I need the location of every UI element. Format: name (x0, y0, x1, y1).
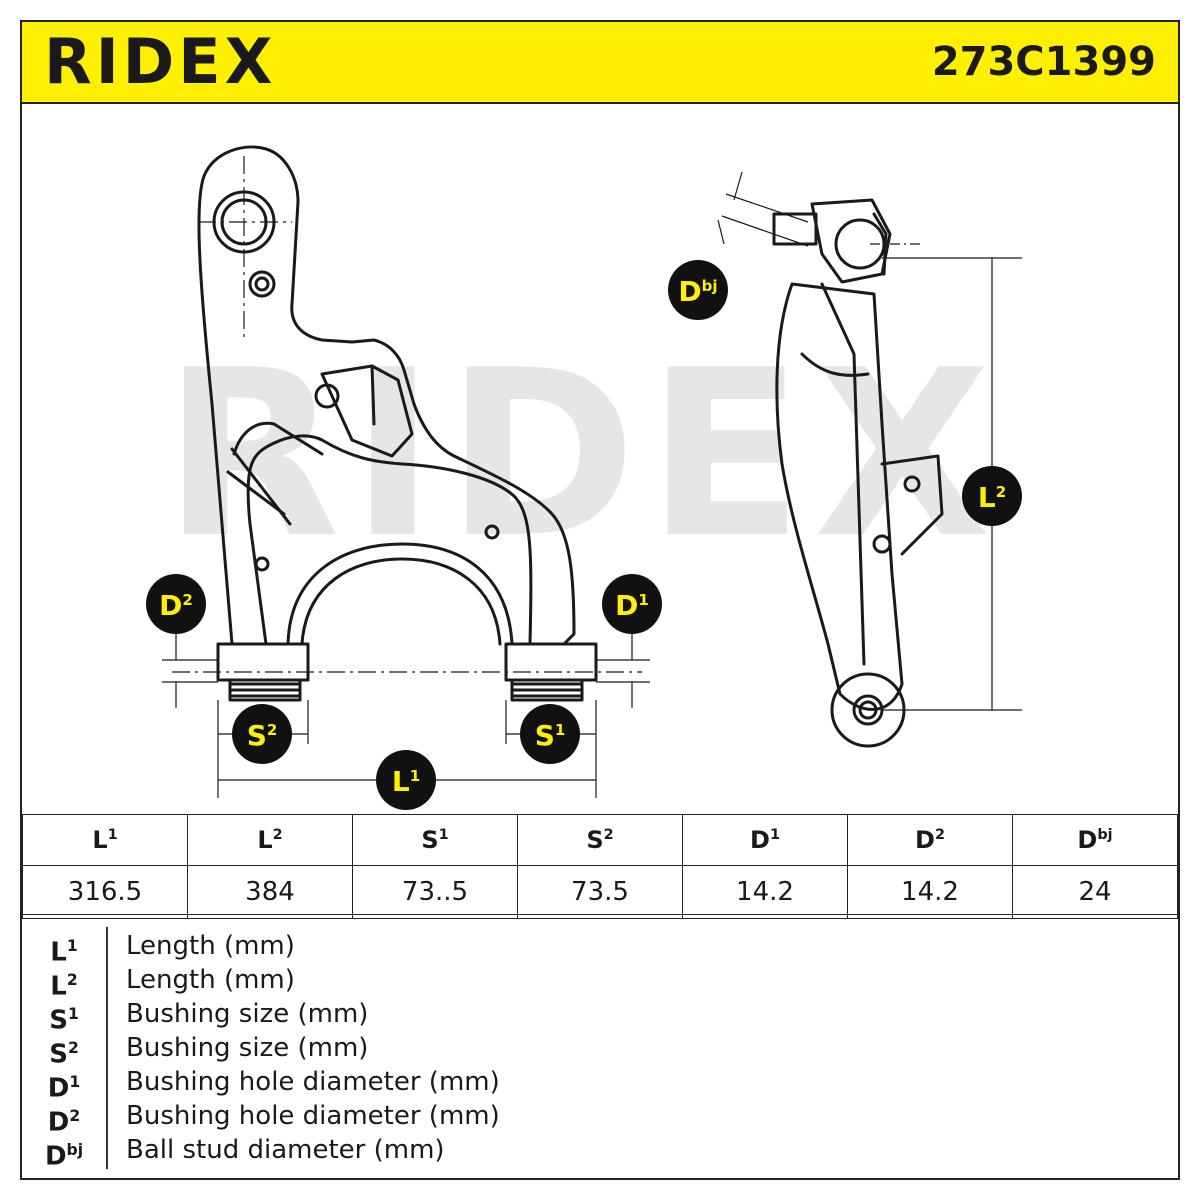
table-value-dbj: 24 (1012, 865, 1178, 919)
legend-divider (106, 927, 108, 1169)
svg-text:Dbj: Dbj (678, 275, 717, 308)
badge-d2-sup: 2 (182, 591, 192, 609)
badge-l2: L2 (962, 466, 1022, 526)
dimension-table-value-row: 316.5 384 73..5 73.5 14.2 14.2 24 (22, 865, 1178, 919)
brand-logo: RIDEX (44, 25, 277, 98)
badge-l1: L1 (376, 750, 436, 810)
legend: L1 Length (mm) L2 Length (mm) S1 Bushing… (22, 914, 1178, 1179)
legend-symbol: D1 (47, 1073, 81, 1104)
table-header-d2: D2 (847, 814, 1013, 866)
legend-item-l1: L1 Length (mm) (22, 929, 1122, 968)
badge-dbj-sup: bj (702, 277, 718, 295)
dimension-lines-front (162, 634, 650, 798)
legend-symbol: Dbj (44, 1141, 84, 1172)
legend-symbol: S1 (49, 1005, 79, 1036)
badge-l1-sup: 1 (410, 767, 420, 785)
legend-symbol: D2 (47, 1107, 81, 1138)
table-header-l2: L2 (187, 814, 353, 866)
legend-item-d1: D1 Bushing hole diameter (mm) (22, 1065, 1122, 1104)
legend-description: Ball stud diameter (mm) (126, 1135, 445, 1165)
header-bar: RIDEX 273C1399 (22, 22, 1178, 104)
legend-description: Bushing hole diameter (mm) (126, 1101, 500, 1131)
legend-description: Bushing size (mm) (126, 999, 369, 1029)
badge-d2-base: D (159, 589, 182, 622)
dimension-table-header-row: L1 L2 S1 S2 D1 D2 Dbj (22, 814, 1178, 866)
spec-sheet-frame: RIDEX 273C1399 RIDEX (20, 20, 1180, 1180)
table-value-s2: 73.5 (517, 865, 683, 919)
legend-description: Length (mm) (126, 931, 295, 961)
legend-item-d2: D2 Bushing hole diameter (mm) (22, 1099, 1122, 1138)
legend-description: Bushing size (mm) (126, 1033, 369, 1063)
badge-s2: S2 (232, 704, 292, 764)
badge-l2-sup: 2 (996, 483, 1006, 501)
badge-s1: S1 (520, 704, 580, 764)
svg-text:S1: S1 (535, 719, 566, 752)
center-lines (172, 156, 642, 673)
table-header-d1: D1 (682, 814, 848, 866)
table-header-l1: L1 (22, 814, 188, 866)
badge-d1-base: D (615, 589, 638, 622)
table-header-s1: S1 (352, 814, 518, 866)
legend-item-s2: S2 Bushing size (mm) (22, 1031, 1122, 1070)
table-value-s1: 73..5 (352, 865, 518, 919)
table-value-d1: 14.2 (682, 865, 848, 919)
badge-l1-base: L (392, 765, 410, 798)
badge-dbj: Dbj (668, 260, 728, 320)
svg-text:D2: D2 (159, 589, 193, 622)
badge-s2-sup: 2 (267, 721, 277, 739)
legend-item-l2: L2 Length (mm) (22, 963, 1122, 1002)
legend-symbol: L1 (50, 937, 78, 968)
table-header-dbj: Dbj (1012, 814, 1178, 866)
badge-s2-base: S (247, 719, 267, 752)
legend-item-s1: S1 Bushing size (mm) (22, 997, 1122, 1036)
badge-d1-sup: 1 (638, 591, 648, 609)
table-value-l2: 384 (187, 865, 353, 919)
table-value-d2: 14.2 (847, 865, 1013, 919)
table-header-s2: S2 (517, 814, 683, 866)
badge-d2: D2 (146, 574, 206, 634)
technical-drawing: RIDEX (146, 145, 1022, 810)
badge-s1-sup: 1 (555, 721, 565, 739)
control-arm-side-view (772, 198, 944, 748)
svg-text:L1: L1 (392, 765, 420, 798)
badge-dbj-base: D (678, 275, 701, 308)
badge-s1-base: S (535, 719, 555, 752)
legend-symbol: S2 (49, 1039, 79, 1070)
legend-description: Bushing hole diameter (mm) (126, 1067, 500, 1097)
svg-text:D1: D1 (615, 589, 649, 622)
dimension-table: L1 L2 S1 S2 D1 D2 Dbj 316.5 384 73..5 73… (22, 814, 1178, 919)
table-value-l1: 316.5 (22, 865, 188, 919)
part-number: 273C1399 (931, 39, 1156, 85)
svg-text:S2: S2 (247, 719, 278, 752)
legend-description: Length (mm) (126, 965, 295, 995)
badge-d1: D1 (602, 574, 662, 634)
svg-text:L2: L2 (978, 481, 1006, 514)
legend-symbol: L2 (50, 971, 78, 1002)
badge-l2-base: L (978, 481, 996, 514)
legend-item-dbj: Dbj Ball stud diameter (mm) (22, 1133, 1122, 1172)
control-arm-front-view (197, 145, 598, 702)
